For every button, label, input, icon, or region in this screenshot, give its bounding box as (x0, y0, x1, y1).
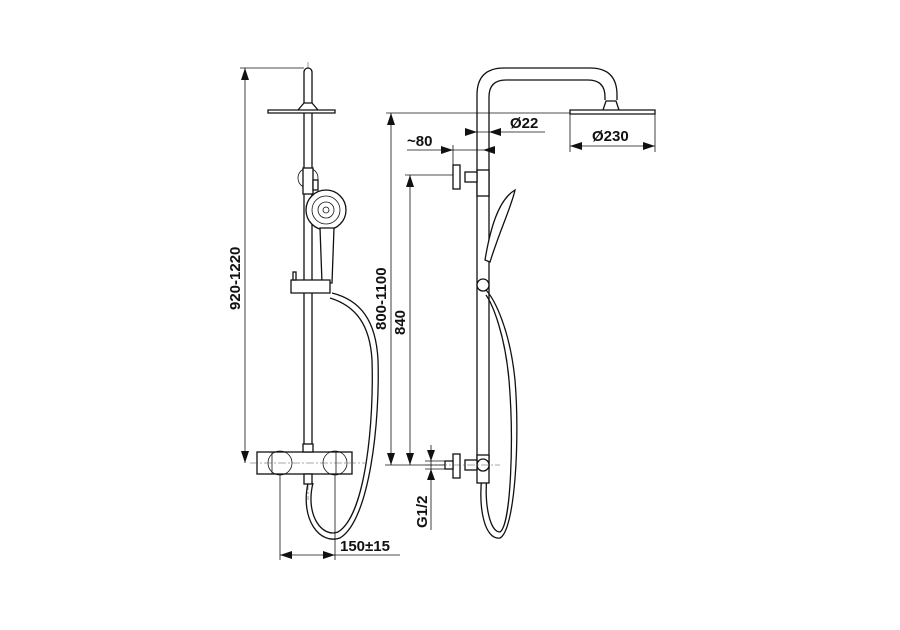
rain-shower-head (267, 102, 336, 114)
dim-total-height: 920-1220 (227, 247, 244, 310)
dim-head-diameter: Ø230 (592, 128, 629, 145)
dim-tube-diameter: Ø22 (510, 115, 538, 132)
riser-pipe (303, 67, 313, 459)
hand-shower-handle (319, 227, 335, 284)
dim-bracket-height: 840 (392, 310, 409, 335)
dim-thread: G1/2 (414, 495, 431, 528)
side-rain-shower-head (569, 100, 656, 115)
slider (290, 279, 331, 294)
side-hand-shower (484, 188, 516, 263)
dim-wall-offset: ~80 (407, 133, 432, 150)
dim-head-height: 800-1100 (373, 267, 390, 330)
dim-inlet-spacing: 150±15 (340, 538, 390, 555)
side-view: 800-1100 840 Ø22 ~80 Ø230 G1/2 (373, 67, 656, 539)
front-view: 920-1220 150±15 (227, 62, 400, 560)
wall-bracket (452, 164, 461, 190)
